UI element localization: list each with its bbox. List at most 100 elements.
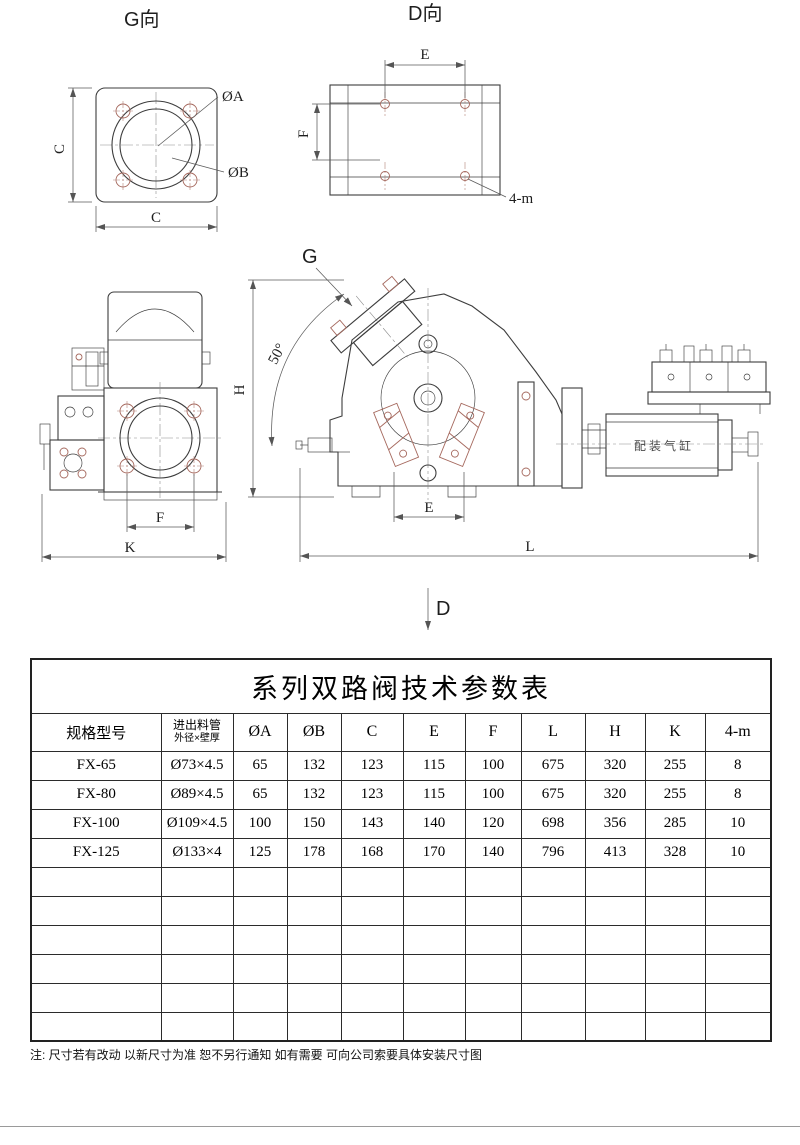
empty-cell <box>644 924 706 955</box>
empty-cell <box>584 982 646 1013</box>
dim-label-f-front: F <box>156 510 164 526</box>
empty-cell <box>704 1011 772 1042</box>
empty-cell <box>402 924 466 955</box>
value-cell: 123 <box>340 779 404 810</box>
dim-label-e-side: E <box>424 500 433 516</box>
empty-row <box>30 924 772 955</box>
empty-cell <box>286 866 342 897</box>
value-cell: 65 <box>232 779 288 810</box>
empty-cell <box>232 924 288 955</box>
value-cell: 65 <box>232 750 288 781</box>
empty-cell <box>232 895 288 926</box>
value-cell: 143 <box>340 808 404 839</box>
value-cell: Ø133×4 <box>160 837 234 868</box>
value-cell: 132 <box>286 750 342 781</box>
empty-cell <box>644 982 706 1013</box>
value-cell: Ø89×4.5 <box>160 779 234 810</box>
empty-cell <box>286 895 342 926</box>
value-cell: 100 <box>464 750 522 781</box>
empty-cell <box>464 1011 522 1042</box>
empty-cell <box>584 1011 646 1042</box>
empty-cell <box>644 953 706 984</box>
empty-cell <box>520 895 586 926</box>
view-g-label: G <box>302 246 318 268</box>
empty-cell <box>402 866 466 897</box>
col-header-h: H <box>584 712 646 752</box>
col-header-ob: ØB <box>286 712 342 752</box>
empty-cell <box>160 982 234 1013</box>
value-cell: 255 <box>644 779 706 810</box>
dim-label-e-top: E <box>420 47 429 63</box>
angled-flange <box>330 275 423 367</box>
view-front: F K <box>39 291 227 562</box>
empty-cell <box>402 895 466 926</box>
dim-label-k: K <box>125 540 136 556</box>
empty-cell <box>644 1011 706 1042</box>
col-header-pipe-line1: 进出料管 <box>172 718 221 733</box>
empty-cell <box>464 953 522 984</box>
col-header-c: C <box>340 712 404 752</box>
empty-cell <box>30 866 162 897</box>
value-cell: Ø109×4.5 <box>160 808 234 839</box>
bolt-holes <box>115 103 198 188</box>
dim-label-f-top: F <box>296 130 312 138</box>
empty-cell <box>30 924 162 955</box>
value-cell: 356 <box>584 808 646 839</box>
empty-cell <box>232 982 288 1013</box>
col-header-model: 规格型号 <box>30 712 162 752</box>
value-cell: 120 <box>464 808 522 839</box>
col-header-f: F <box>464 712 522 752</box>
empty-cell <box>704 866 772 897</box>
empty-cell <box>30 982 162 1013</box>
pneumatic-cylinder: 配装气缸 <box>556 387 766 489</box>
value-cell: 178 <box>286 837 342 868</box>
value-cell: 320 <box>584 750 646 781</box>
empty-cell <box>340 924 404 955</box>
empty-cell <box>584 953 646 984</box>
model-cell: FX-65 <box>30 750 162 781</box>
value-cell: 698 <box>520 808 586 839</box>
value-cell: 8 <box>704 750 772 781</box>
empty-cell <box>286 924 342 955</box>
col-header-pipe-line2: 外径×壁厚 <box>174 733 220 745</box>
empty-cell <box>464 982 522 1013</box>
value-cell: 285 <box>644 808 706 839</box>
value-cell: 328 <box>644 837 706 868</box>
empty-cell <box>464 866 522 897</box>
view-d-top: D向 E F 4-m <box>296 2 533 207</box>
dim-label-l: L <box>525 539 534 555</box>
empty-cell <box>402 953 466 984</box>
empty-cell <box>340 1011 404 1042</box>
valve-manifold <box>647 344 771 414</box>
value-cell: 123 <box>340 750 404 781</box>
empty-cell <box>160 924 234 955</box>
model-cell: FX-125 <box>30 837 162 868</box>
empty-cell <box>520 924 586 955</box>
dim-label-dia-b: ØB <box>228 165 249 181</box>
value-cell: 100 <box>464 779 522 810</box>
empty-cell <box>584 924 646 955</box>
dim-label-dia-a: ØA <box>222 89 244 105</box>
value-cell: 413 <box>584 837 646 868</box>
col-header-k: K <box>644 712 706 752</box>
value-cell: 170 <box>402 837 466 868</box>
value-cell: 10 <box>704 808 772 839</box>
empty-cell <box>520 982 586 1013</box>
empty-cell <box>464 895 522 926</box>
spec-table-container: 系列双路阀技术参数表 规格型号 进出料管 外径×壁厚 ØA ØB C E F L… <box>30 658 773 1042</box>
value-cell: 320 <box>584 779 646 810</box>
value-cell: 140 <box>464 837 522 868</box>
bottom-border-line <box>0 1126 800 1127</box>
value-cell: 168 <box>340 837 404 868</box>
empty-cell <box>30 953 162 984</box>
col-header-e: E <box>402 712 466 752</box>
value-cell: 675 <box>520 779 586 810</box>
empty-row <box>30 1011 772 1042</box>
value-cell: 115 <box>402 750 466 781</box>
dim-label-c-horizontal: C <box>151 210 161 226</box>
value-cell: 132 <box>286 779 342 810</box>
value-cell: 10 <box>704 837 772 868</box>
